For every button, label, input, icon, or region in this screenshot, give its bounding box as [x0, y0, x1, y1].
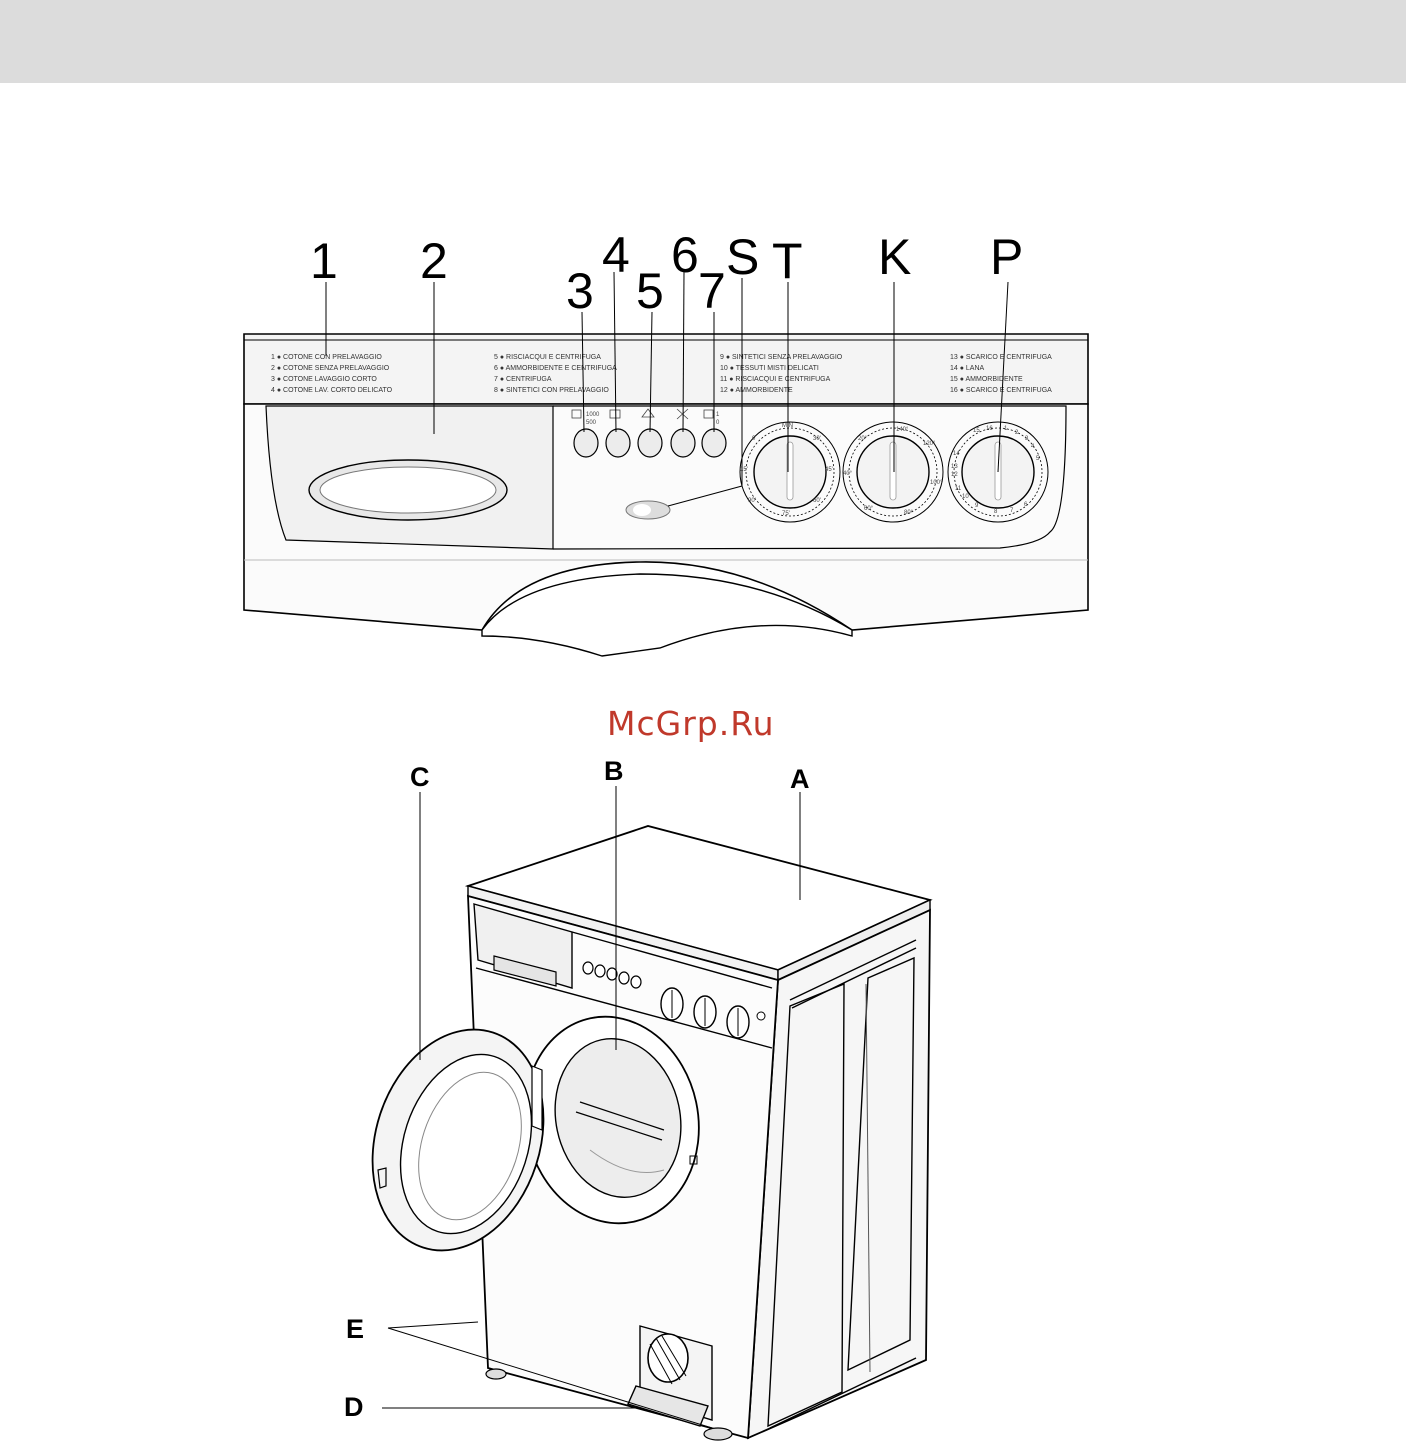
b3-bottom-label: 500: [586, 420, 597, 426]
program-list: 1 ● COTONE CON PRELAVAGGIO 2 ● COTONE SE…: [271, 354, 1052, 394]
prog-1: 1 ● COTONE CON PRELAVAGGIO: [271, 354, 382, 361]
dial-t-15: 15': [740, 467, 748, 473]
prewash-icon: [609, 409, 621, 419]
callout-C: C: [410, 762, 430, 792]
callout-B: B: [604, 756, 624, 786]
prog-6: 6 ● AMMORBIDENTE E CENTRIFUGA: [494, 365, 617, 372]
b7-bottom-label: 0: [716, 420, 720, 426]
dial-p-1: 1: [1004, 426, 1008, 432]
callout-7: 7: [698, 263, 726, 319]
top-band: [0, 0, 1406, 83]
callout-T: T: [772, 233, 803, 289]
dial-p-9: 9: [975, 503, 979, 509]
callout-2: 2: [420, 233, 448, 289]
b7-top-label: 1: [716, 412, 720, 418]
callout-5: 5: [636, 263, 664, 319]
prog-14: 14 ● LANA: [950, 365, 985, 372]
prog-2: 2 ● COTONE SENZA PRELAVAGGIO: [271, 365, 390, 372]
dial-p-5: 5: [1036, 456, 1040, 462]
dial-p-4: 4: [1031, 444, 1035, 450]
dial-t-30: 30': [813, 436, 821, 442]
dial-p-11: 11: [955, 486, 962, 492]
dial-p-10: 10: [962, 494, 969, 500]
dial-p-7: 7: [1010, 508, 1014, 514]
dial-k-100: 100°: [930, 480, 943, 486]
dial-p-15: 15: [973, 428, 980, 434]
callout-6: 6: [671, 227, 699, 283]
onoff-icon: [703, 409, 714, 419]
prog-9: 9 ● SINTETICI SENZA PRELAVAGGIO: [720, 354, 843, 361]
option-buttons: 1000 500 1 0: [571, 408, 727, 458]
dial-t-45: 45': [825, 467, 833, 473]
prog-7: 7 ● CENTRIFUGA: [494, 376, 552, 383]
dial-k-80: 80°: [904, 510, 914, 516]
dial-p-16: 16: [986, 426, 993, 432]
dial-k-20: 20°: [858, 436, 868, 442]
prog-4: 4 ● COTONE LAV. CORTO DELICATO: [271, 387, 393, 394]
callout-S: S: [726, 229, 759, 285]
prog-5: 5 ● RISCIACQUI E CENTRIFUGA: [494, 354, 601, 361]
control-panel: 1000 500 1 0 MIN 30' 45' 60' 75' 90' 15'…: [243, 271, 1089, 657]
scale-icon: [641, 408, 655, 418]
dial-p-12: 12: [951, 472, 958, 478]
callout-1: 1: [310, 233, 338, 289]
machine-buttons: [582, 961, 642, 989]
prog-11: 11 ● RISCIACQUI E CENTRIFUGA: [720, 376, 831, 383]
dial-k-60: 60°: [864, 506, 874, 512]
callout-3: 3: [566, 263, 594, 319]
dial-k-120: 120°: [923, 441, 936, 447]
watermark: McGrp.Ru: [607, 704, 775, 743]
b3-top-label: 1000: [586, 412, 600, 418]
prog-3: 3 ● COTONE LAVAGGIO CORTO: [271, 376, 377, 383]
dial-p-14: 14: [953, 451, 960, 457]
prog-16: 16 ● SCARICO E CENTRIFUGA: [950, 387, 1052, 394]
dial-t-90: 90': [748, 498, 756, 504]
dial-p-6: 6: [1024, 502, 1028, 508]
dial-p-3: 3: [1025, 436, 1029, 442]
dial-k-40: 40°: [843, 471, 853, 477]
dial-p-8: 8: [994, 509, 998, 515]
prog-12: 12 ● AMMORBIDENTE: [720, 387, 793, 394]
basin-icon: [571, 409, 582, 419]
dial-p-2: 2: [1015, 430, 1019, 436]
prog-10: 10 ● TESSUTI MISTI DELICATI: [720, 365, 819, 372]
dial-k-140: 140°: [896, 427, 909, 433]
no-spin-icon: [676, 408, 689, 420]
callout-D: D: [344, 1392, 364, 1422]
dial-p-13: 13: [951, 464, 958, 470]
prog-8: 8 ● SINTETICI CON PRELAVAGGIO: [494, 387, 609, 394]
dial-temperature: 140° 120° 100° 80° 60° 40° 20°: [842, 421, 944, 523]
callout-4: 4: [602, 227, 630, 283]
washing-machine: [371, 825, 933, 1441]
callout-E: E: [346, 1314, 364, 1344]
dial-t-75: 75': [782, 511, 790, 517]
dial-t-60: 60': [813, 498, 821, 504]
dial-t-0: 0: [752, 436, 756, 442]
callout-P: P: [990, 229, 1023, 285]
prog-13: 13 ● SCARICO E CENTRIFUGA: [950, 354, 1052, 361]
callout-K: K: [878, 229, 911, 285]
callout-A: A: [790, 764, 810, 794]
prog-15: 15 ● AMMORBIDENTE: [950, 376, 1023, 383]
